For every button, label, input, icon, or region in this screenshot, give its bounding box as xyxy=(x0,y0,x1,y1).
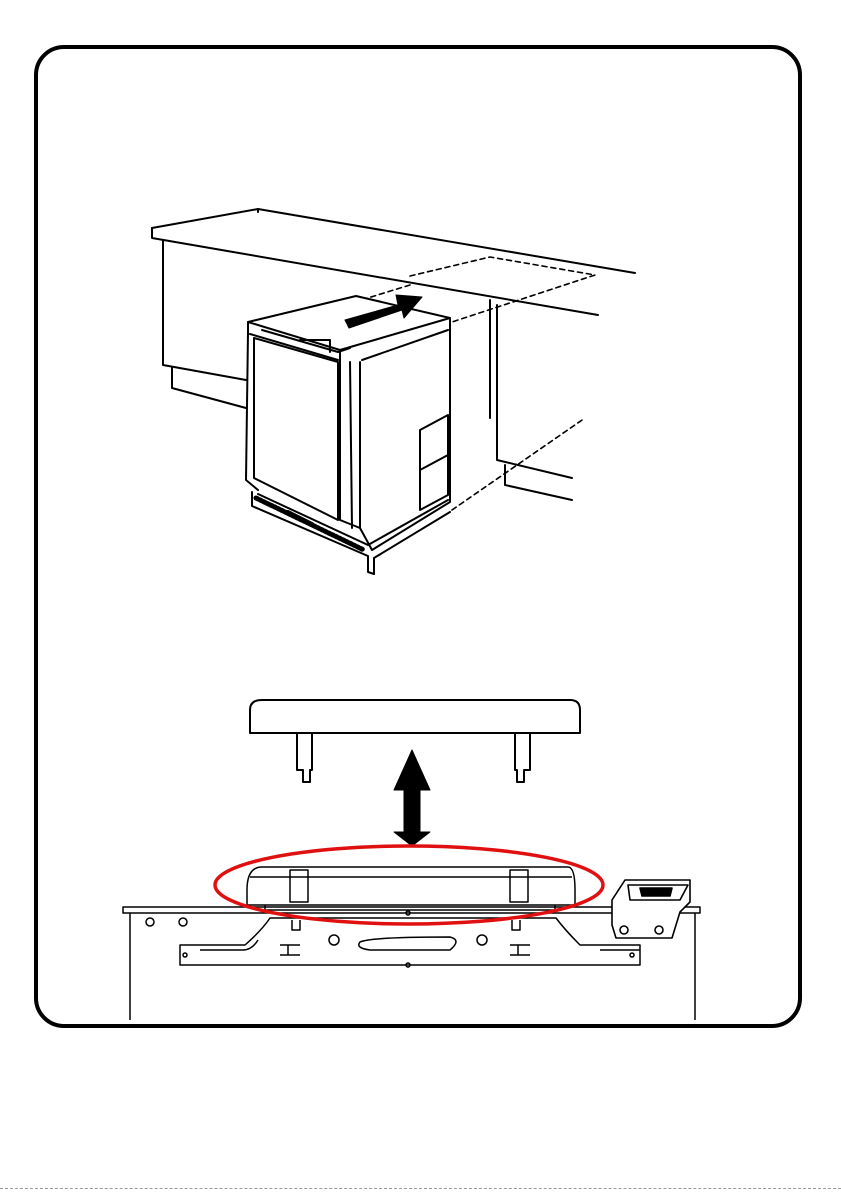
detail-panel xyxy=(123,700,700,1020)
left-cabinet xyxy=(163,240,246,408)
mounting-holes xyxy=(146,911,634,967)
appliance xyxy=(246,296,450,574)
installation-panel xyxy=(152,209,635,574)
page-footer-line xyxy=(0,1188,841,1189)
right-cabinet xyxy=(490,300,572,500)
hinge-bracket xyxy=(612,880,690,938)
worktop xyxy=(152,209,635,315)
appliance-top xyxy=(123,867,700,1020)
lift-arrow xyxy=(394,750,430,846)
